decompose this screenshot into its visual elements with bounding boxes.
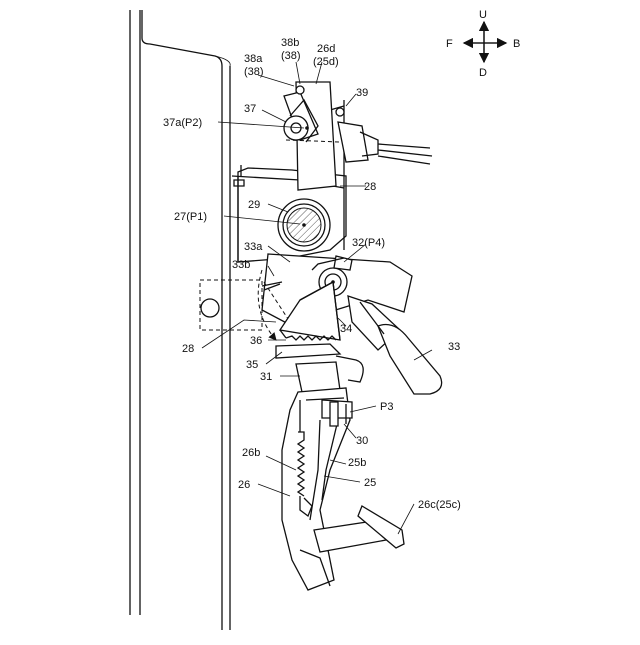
label-36: 36 (250, 335, 262, 347)
panel-hole (201, 299, 219, 317)
compass-back: B (513, 38, 520, 50)
label-26b: 26b (242, 447, 260, 459)
label-27: 27(P1) (174, 211, 207, 223)
label-26c: 26c(25c) (418, 499, 461, 511)
label-26d-sub: (25d) (313, 56, 339, 68)
label-37: 37 (244, 103, 256, 115)
pedal-arm-25 (282, 388, 404, 590)
label-26: 26 (238, 479, 250, 491)
label-37a: 37a(P2) (163, 117, 202, 129)
label-34: 34 (340, 323, 352, 335)
compass-up: U (479, 9, 487, 21)
label-28-top: 28 (364, 181, 376, 193)
label-35: 35 (246, 359, 258, 371)
label-30: 30 (356, 435, 368, 447)
label-38a-sub: (38) (244, 66, 264, 78)
label-29: 29 (248, 199, 260, 211)
label-38a: 38a (244, 53, 263, 65)
label-31: 31 (260, 371, 272, 383)
dash-panel (130, 10, 262, 630)
direction-compass: U D F B (446, 9, 520, 79)
label-26d: 26d (317, 43, 335, 55)
label-38b-sub: (38) (281, 50, 301, 62)
label-33b: 33b (232, 259, 250, 271)
label-25: 25 (364, 477, 376, 489)
label-32: 32(P4) (352, 237, 385, 249)
label-25b: 25b (348, 457, 366, 469)
compass-down: D (479, 67, 487, 79)
plate-35 (276, 344, 363, 392)
pivot-27 (278, 199, 330, 251)
label-28-left: 28 (182, 343, 194, 355)
label-39: 39 (356, 87, 368, 99)
label-38b: 38b (281, 37, 299, 49)
label-p3: P3 (380, 401, 393, 413)
compass-front: F (446, 38, 453, 50)
label-33: 33 (448, 341, 460, 353)
label-33a: 33a (244, 241, 263, 253)
